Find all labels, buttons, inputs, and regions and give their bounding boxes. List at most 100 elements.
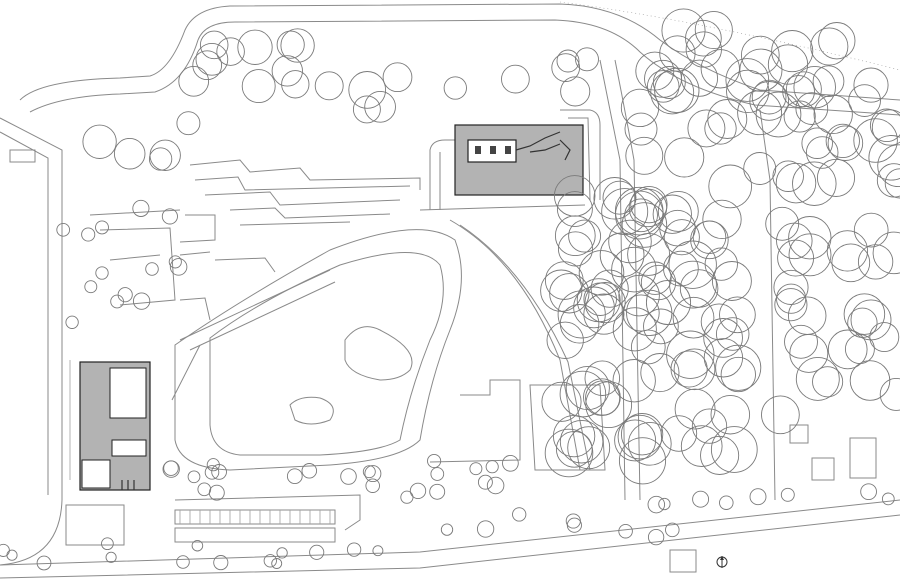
tree-canopy [0, 8, 900, 571]
tree [168, 255, 182, 269]
tree [647, 528, 665, 546]
tree [281, 70, 310, 99]
tree [710, 426, 758, 473]
tree [666, 330, 715, 379]
tree [630, 185, 668, 224]
tree [614, 419, 657, 462]
tree [690, 220, 729, 260]
tree [191, 539, 204, 552]
tree [872, 231, 900, 275]
tree [382, 62, 413, 93]
tree [643, 308, 679, 345]
tree [668, 240, 717, 289]
tree [617, 414, 663, 460]
tree [726, 69, 770, 114]
tree [743, 152, 777, 185]
parking-area [65, 494, 361, 546]
tree [771, 30, 814, 73]
tree [352, 95, 381, 124]
tree [795, 92, 829, 125]
tree [795, 356, 840, 401]
tree [825, 123, 860, 159]
tree [161, 208, 178, 225]
tree [195, 42, 229, 76]
tree [663, 219, 700, 256]
tree [427, 453, 442, 469]
tree [782, 75, 815, 108]
tree [876, 163, 900, 198]
tree [776, 283, 807, 314]
tree [105, 551, 117, 563]
tree [559, 419, 604, 464]
tree [555, 430, 593, 468]
tree [512, 507, 527, 522]
tree [827, 329, 868, 370]
tree [749, 81, 790, 121]
internal-paths [419, 109, 606, 471]
tree [793, 65, 836, 109]
tree [843, 293, 886, 335]
tree [680, 59, 719, 97]
tree [443, 76, 467, 100]
tree [624, 112, 658, 146]
tree [565, 513, 581, 529]
tree [601, 188, 649, 236]
tree [739, 48, 783, 92]
tree [486, 476, 505, 495]
tree [608, 219, 652, 264]
tree [362, 465, 376, 479]
tree [197, 482, 212, 497]
tree [6, 549, 18, 561]
tree [792, 161, 837, 206]
tree [430, 467, 445, 481]
tree [849, 360, 891, 401]
tree [700, 435, 740, 475]
tree [612, 359, 656, 403]
tree [501, 64, 530, 94]
tree [640, 353, 680, 393]
tree [625, 136, 664, 175]
tree [176, 111, 201, 136]
tree [652, 194, 692, 234]
tree [169, 258, 188, 276]
tree [192, 50, 223, 81]
tree [657, 190, 699, 232]
tree [787, 296, 827, 335]
tree [95, 220, 109, 235]
tree [583, 378, 621, 417]
tree [546, 321, 584, 359]
tree [65, 315, 79, 329]
tree [627, 421, 672, 466]
tree [805, 136, 839, 169]
tree [477, 474, 493, 490]
tree [627, 232, 671, 276]
tree [857, 244, 894, 280]
tree [772, 160, 804, 192]
tree [162, 460, 180, 478]
tree [719, 296, 756, 334]
tree [575, 47, 599, 72]
tree [776, 222, 813, 260]
tree [674, 388, 716, 430]
tree [286, 468, 303, 485]
tree [211, 464, 227, 480]
tree [485, 460, 499, 474]
tree [868, 135, 900, 181]
tree [773, 269, 809, 305]
tree [755, 91, 802, 138]
tree [816, 158, 856, 197]
tree [780, 487, 795, 502]
tree [213, 555, 229, 571]
tree [869, 108, 900, 143]
tree [148, 147, 173, 171]
tree [559, 304, 600, 344]
tree [652, 66, 686, 99]
tree [848, 84, 881, 117]
tree [585, 380, 621, 416]
tree [583, 293, 625, 335]
tree [113, 137, 146, 170]
tree [557, 231, 594, 267]
tree [847, 307, 878, 338]
